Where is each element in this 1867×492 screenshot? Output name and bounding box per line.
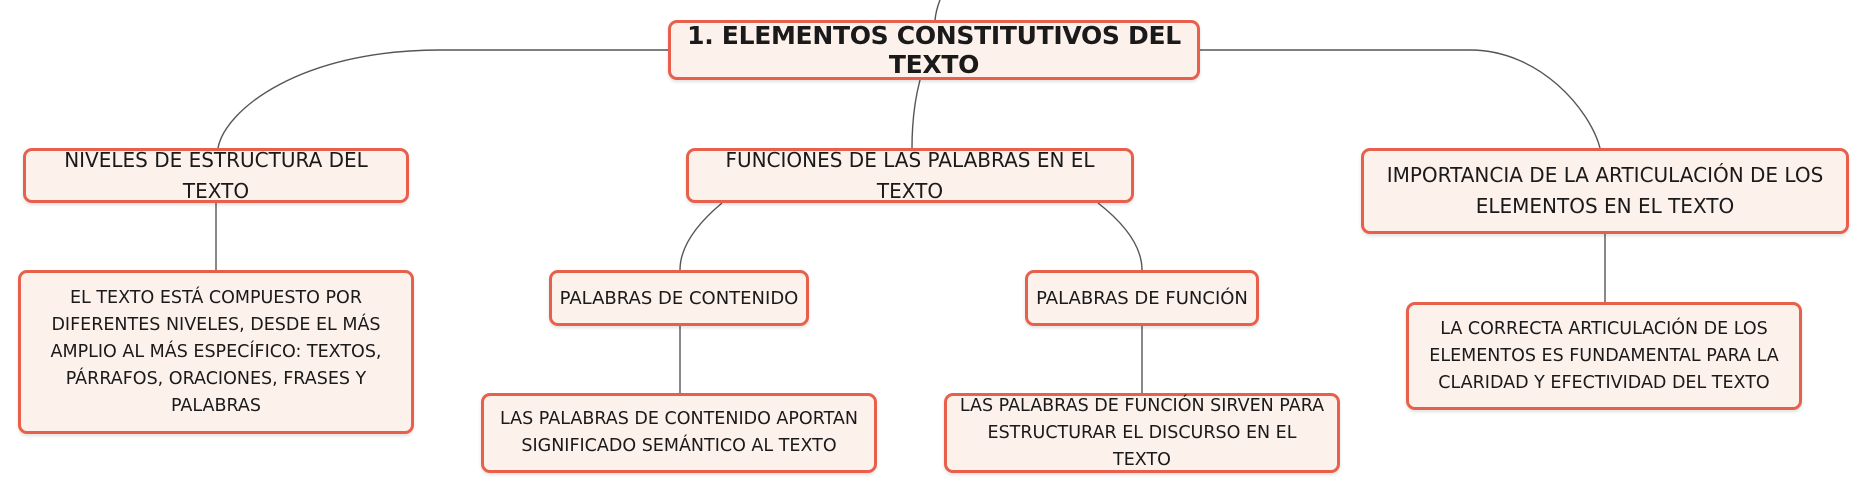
detail-palabras-contenido[interactable]: LAS PALABRAS DE CONTENIDO APORTAN SIGNIF…: [481, 393, 877, 473]
topic-niveles-estructura-label: NIVELES DE ESTRUCTURA DEL TEXTO: [64, 147, 368, 203]
root-topic-label: 1. ELEMENTOS CONSTITUTIVOS DEL TEXTO: [687, 21, 1181, 79]
connector-parent-to-root: [934, 0, 941, 21]
detail-palabras-funcion-text: LAS PALABRAS DE FUNCIÓN SIRVEN PARA ESTR…: [959, 395, 1325, 470]
topic-funciones-palabras[interactable]: FUNCIONES DE LAS PALABRAS EN EL TEXTO: [686, 148, 1134, 203]
detail-palabras-funcion[interactable]: LAS PALABRAS DE FUNCIÓN SIRVEN PARA ESTR…: [944, 393, 1340, 473]
topic-funciones-palabras-label: FUNCIONES DE LAS PALABRAS EN EL TEXTO: [725, 147, 1095, 203]
detail-importancia-articulacion[interactable]: LA CORRECTA ARTICULACIÓN DE LOS ELEMENTO…: [1406, 302, 1802, 410]
topic-palabras-funcion[interactable]: PALABRAS DE FUNCIÓN: [1025, 270, 1259, 326]
detail-palabras-contenido-text: LAS PALABRAS DE CONTENIDO APORTAN SIGNIF…: [500, 409, 858, 456]
topic-palabras-contenido[interactable]: PALABRAS DE CONTENIDO: [549, 270, 809, 326]
connector-center-to-content: [679, 202, 723, 271]
connector-root-to-left: [217, 49, 668, 149]
root-topic[interactable]: 1. ELEMENTOS CONSTITUTIVOS DEL TEXTO: [668, 20, 1200, 80]
detail-importancia-articulacion-text: LA CORRECTA ARTICULACIÓN DE LOS ELEMENTO…: [1429, 318, 1779, 393]
topic-importancia-articulacion[interactable]: IMPORTANCIA DE LA ARTICULACIÓN DE LOS EL…: [1361, 148, 1849, 234]
topic-palabras-funcion-label: PALABRAS DE FUNCIÓN: [1036, 287, 1248, 309]
detail-niveles-estructura-text: EL TEXTO ESTÁ COMPUESTO POR DIFERENTES N…: [50, 287, 382, 416]
topic-importancia-articulacion-label: IMPORTANCIA DE LA ARTICULACIÓN DE LOS EL…: [1386, 163, 1824, 218]
connector-root-to-center: [911, 79, 921, 149]
connector-center-to-function: [1097, 202, 1143, 271]
topic-niveles-estructura[interactable]: NIVELES DE ESTRUCTURA DEL TEXTO: [23, 148, 409, 203]
topic-palabras-contenido-label: PALABRAS DE CONTENIDO: [559, 287, 799, 309]
connector-root-to-right: [1200, 49, 1601, 149]
detail-niveles-estructura[interactable]: EL TEXTO ESTÁ COMPUESTO POR DIFERENTES N…: [18, 270, 414, 434]
